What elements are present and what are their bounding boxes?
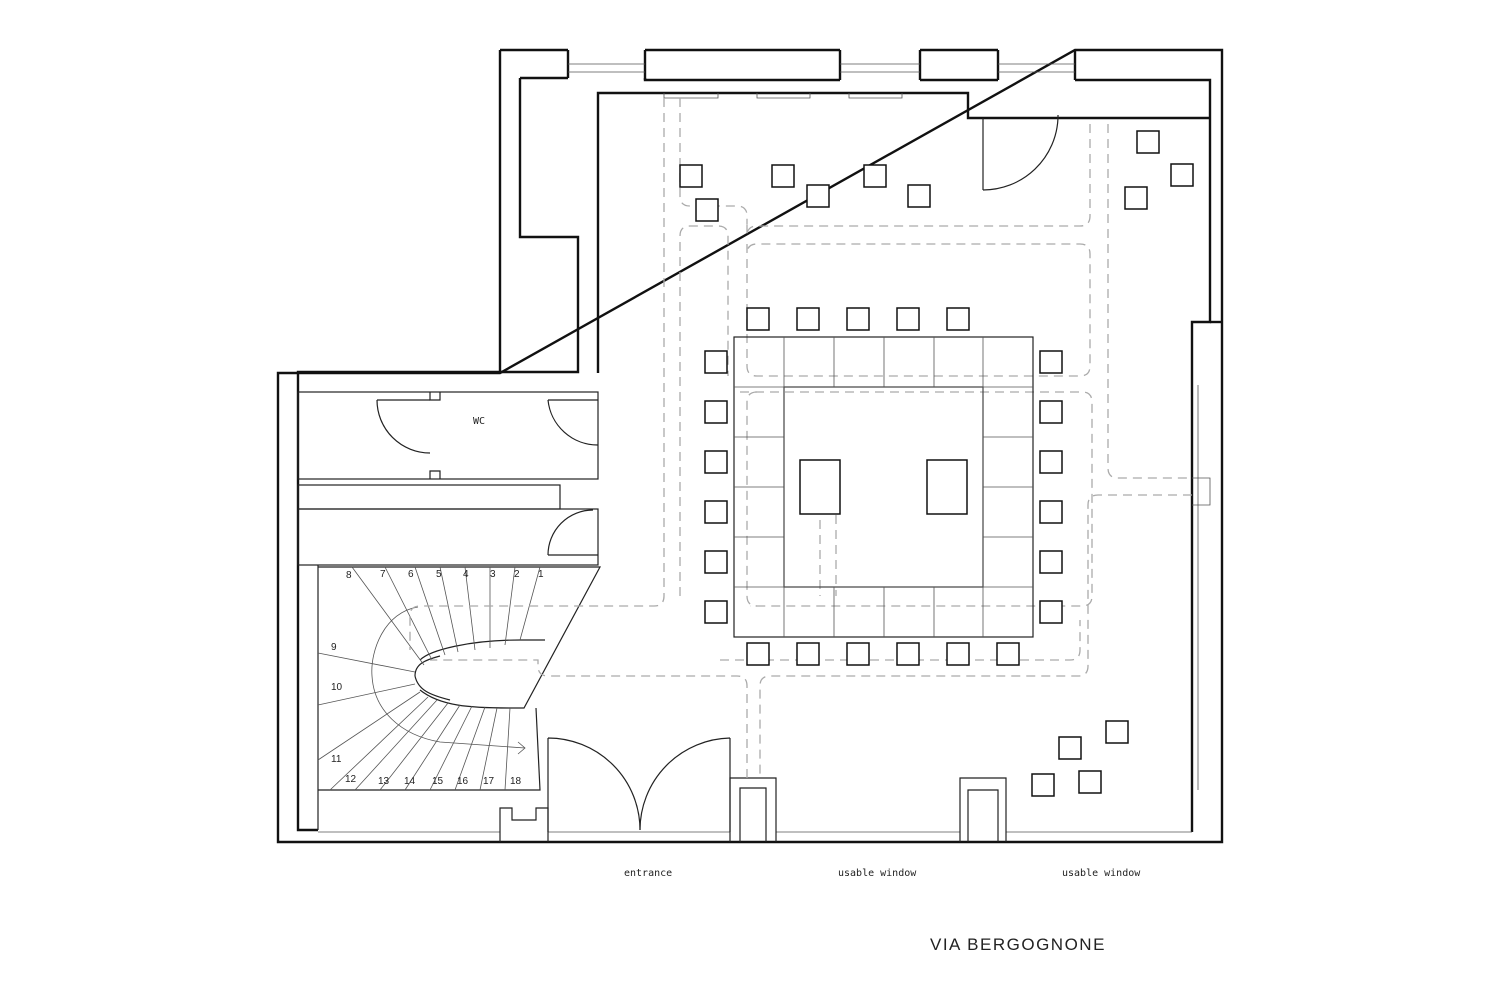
step-number: 11 <box>331 754 342 765</box>
wc-label: WC <box>473 416 485 427</box>
step-number: 5 <box>436 569 442 580</box>
walls <box>276 48 1224 844</box>
service-block <box>297 391 599 830</box>
step-number: 6 <box>408 569 414 580</box>
step-number: 15 <box>432 776 444 787</box>
usable-window-label: usable window <box>1062 868 1141 879</box>
step-number: 1 <box>538 569 544 580</box>
seats <box>679 130 1194 797</box>
step-number: 8 <box>346 570 352 581</box>
step-number: 12 <box>345 774 357 785</box>
step-number: 7 <box>380 569 386 580</box>
step-number: 9 <box>331 642 337 653</box>
step-number: 13 <box>378 776 390 787</box>
street-name: VIA BERGOGNONE <box>930 935 1106 954</box>
step-number: 4 <box>463 569 469 580</box>
doors <box>547 115 1059 832</box>
step-number: 2 <box>514 569 520 580</box>
step-number: 16 <box>457 776 469 787</box>
step-number: 10 <box>331 682 343 693</box>
step-number: 17 <box>483 776 495 787</box>
usable-window-label: usable window <box>838 868 917 879</box>
stair-step-numbers: 1 2 3 4 5 6 7 8 9 10 11 12 13 14 15 16 1… <box>331 569 544 787</box>
entrance-label: entrance <box>624 868 672 879</box>
staircase <box>317 566 602 791</box>
step-number: 14 <box>404 776 416 787</box>
step-number: 3 <box>490 569 496 580</box>
central-table <box>733 336 1034 638</box>
circulation-paths <box>409 98 1192 778</box>
step-number: 18 <box>510 776 522 787</box>
